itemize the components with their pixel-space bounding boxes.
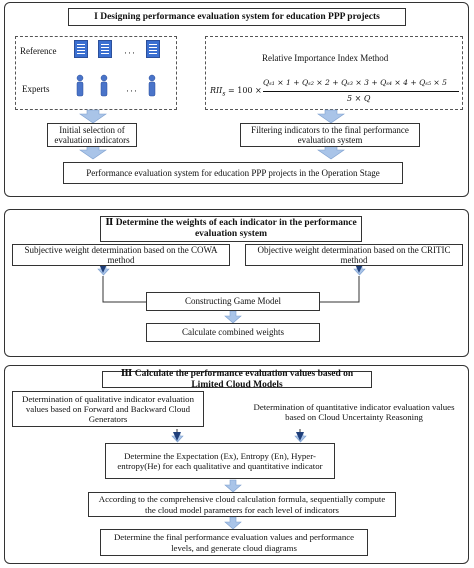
quantitative-evaluation-box: Determination of quantitative indicator … (244, 395, 464, 429)
section-1-title: I Designing performance evaluation syste… (68, 8, 406, 26)
connector-line (320, 276, 360, 303)
comprehensive-cloud-box: According to the comprehensive cloud cal… (88, 492, 396, 517)
rii-formula-lhs: RIIs = 100 × (210, 86, 262, 98)
experts-label: Experts (22, 84, 50, 94)
final-values-box: Determine the final performance evaluati… (100, 529, 368, 556)
ellipsis: ··· (126, 86, 138, 96)
connector-line (102, 276, 146, 303)
person-icon (148, 81, 156, 97)
person-icon (76, 74, 84, 82)
person-icon (76, 81, 84, 97)
arrow (224, 310, 242, 324)
qualitative-evaluation-box: Determination of qualitative indicator e… (12, 391, 204, 427)
quantitative-evaluation-text: Determination of quantitative indicator … (253, 401, 455, 422)
rii-method-title: Relative Importance Index Method (262, 53, 389, 63)
final-evaluation-system-box: Performance evaluation system for educat… (63, 162, 403, 184)
arrow-marker (355, 264, 363, 273)
person-icon (100, 81, 108, 97)
arrow (224, 479, 242, 493)
reference-experts-group (15, 36, 177, 110)
document-icon (98, 40, 112, 58)
combined-weights-box: Calculate combined weights (146, 323, 320, 342)
filtering-indicators-box: Filtering indicators to the final perfor… (240, 123, 420, 147)
ellipsis: ··· (124, 48, 136, 58)
game-model-box: Constructing Game Model (146, 292, 320, 311)
arrow-marker (296, 432, 304, 441)
document-icon (146, 40, 160, 58)
rii-formula-numerator: Qₛ₁ × 1 + Qₛ₂ × 2 + Qₛ₃ × 3 + Qₛ₄ × 4 + … (263, 78, 448, 87)
document-icon (74, 40, 88, 58)
arrow (317, 109, 345, 124)
reference-label: Reference (20, 46, 57, 56)
arrow-marker (99, 264, 107, 273)
rii-method-group (205, 36, 463, 110)
person-icon (148, 74, 156, 82)
person-icon (100, 74, 108, 82)
arrow-marker (173, 432, 181, 441)
initial-selection-box: Initial selection of evaluation indicato… (47, 123, 137, 147)
section-2-title: Ⅱ Determine the weights of each indicato… (100, 216, 362, 242)
subjective-weight-box: Subjective weight determination based on… (12, 244, 230, 266)
fraction-bar (263, 91, 459, 92)
section-3-title: Ⅲ Calculate the performance evaluation v… (102, 369, 372, 390)
objective-weight-box: Objective weight determination based on … (245, 244, 463, 266)
arrow (224, 516, 242, 530)
expectation-entropy-box: Determine the Expectation (Ex), Entropy … (105, 443, 335, 479)
rii-formula-denominator: 5 × Q (347, 94, 371, 103)
arrow (79, 109, 107, 124)
